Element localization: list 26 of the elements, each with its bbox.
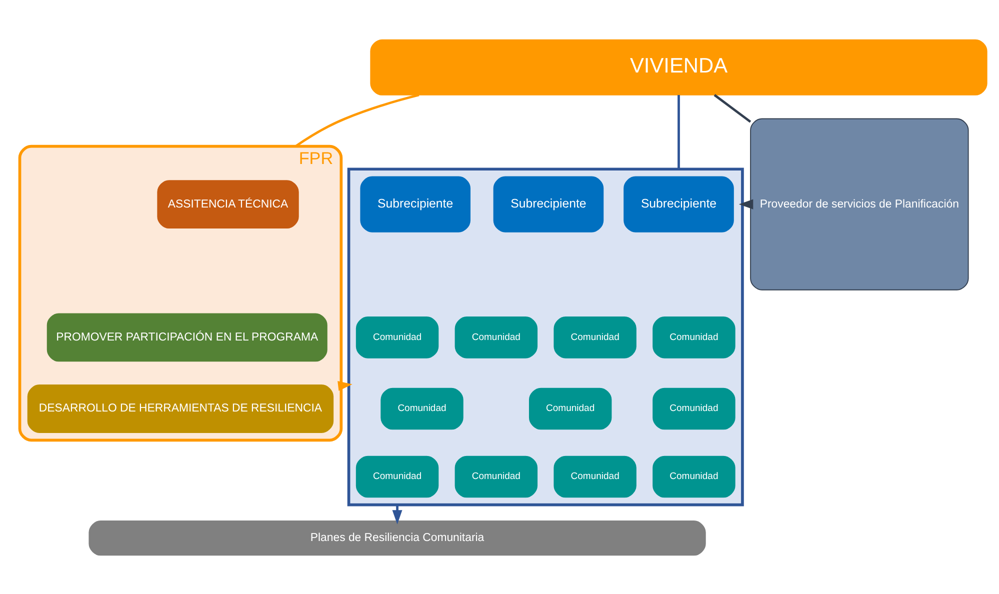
node-box: Comunidad <box>652 316 736 358</box>
node-box: Comunidad <box>454 455 538 498</box>
node-box: Planes de Resiliencia Comunitaria <box>88 520 706 556</box>
arrow <box>738 198 754 209</box>
node-box: PROMOVER PARTICIPACIÓN EN EL PROGRAMA <box>46 312 328 362</box>
node-box: Comunidad <box>356 316 439 358</box>
node-box: ASSITENCIA TÉCNICA <box>157 180 299 228</box>
node-box: Comunidad <box>454 316 538 358</box>
cluster <box>347 167 744 506</box>
node-box: Comunidad <box>528 387 612 430</box>
connector <box>294 93 420 147</box>
node-box: Proveedor de servicios de Planificación <box>750 118 969 290</box>
node-box: Subrecipiente <box>360 176 470 232</box>
node-box: Comunidad <box>652 387 736 430</box>
node-box: DESARROLLO DE HERRAMIENTAS DE RESILIENCIA <box>27 384 334 432</box>
node-box: Comunidad <box>554 455 636 498</box>
connector <box>714 94 752 122</box>
node-box: Comunidad <box>652 455 736 498</box>
connector <box>678 94 680 169</box>
node-box: Comunidad <box>380 387 464 430</box>
node-box: Subrecipiente <box>493 176 604 232</box>
node-box: Comunidad <box>554 316 636 358</box>
arrow <box>338 380 352 390</box>
node-box: Subrecipiente <box>624 176 734 232</box>
node-box: VIVIENDA <box>370 38 988 95</box>
node-box: Comunidad <box>356 455 439 498</box>
